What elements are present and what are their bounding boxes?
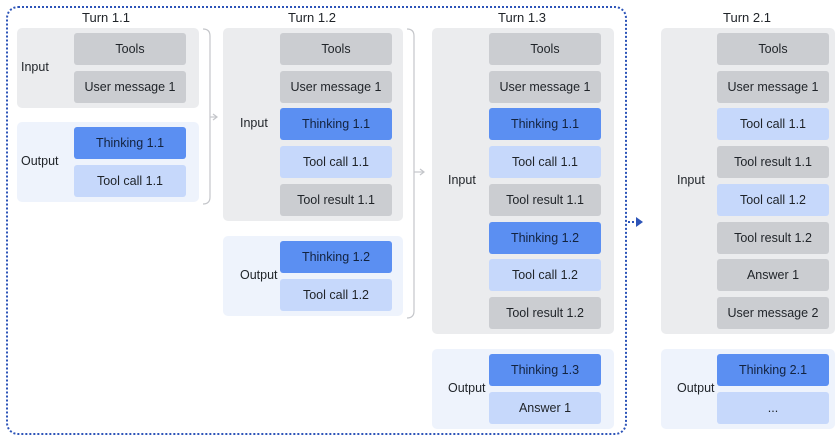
turn-1-output-item: Tool call 1.1: [74, 165, 186, 197]
turn-2-title: Turn 1.2: [288, 10, 336, 25]
turn-1-output-item: Thinking 1.1: [74, 127, 186, 159]
turn-1-title: Turn 1.1: [82, 10, 130, 25]
turn-2-output-item: Tool call 1.2: [280, 279, 392, 311]
turn-4-input-item: Tool call 1.2: [717, 184, 829, 216]
bracket-turn-1-2: [406, 28, 415, 319]
turn-3-input-item: Tool call 1.2: [489, 259, 601, 291]
turn-4-input-label: Input: [677, 173, 705, 187]
turn-3-title: Turn 1.3: [498, 10, 546, 25]
turn-2-input-item: Thinking 1.1: [280, 108, 392, 140]
turn-1-input-item: Tools: [74, 33, 186, 65]
arrow-head-turn-1-2-to-1-3: [419, 168, 425, 176]
turn-3-input-item: Tools: [489, 33, 601, 65]
turn-3-output-label: Output: [448, 381, 486, 395]
turn-2-input-item: Tool call 1.1: [280, 146, 392, 178]
turn-4-input-item: Tool result 1.1: [717, 146, 829, 178]
turn-4-output-item: Thinking 2.1: [717, 354, 829, 386]
turn-3-output-item: Thinking 1.3: [489, 354, 601, 386]
turn-4-output-label: Output: [677, 381, 715, 395]
turn-3-input-item: Thinking 1.1: [489, 108, 601, 140]
turn-4-input-item: Answer 1: [717, 259, 829, 291]
turn-3-input-item: Tool result 1.2: [489, 297, 601, 329]
turn-4-input-item: User message 1: [717, 71, 829, 103]
turn-1-input-label: Input: [21, 60, 49, 74]
turn-3-input-label: Input: [448, 173, 476, 187]
turn-2-input-label: Input: [240, 116, 268, 130]
turn-4-input-item: Tools: [717, 33, 829, 65]
turn-4-input-item: Tool result 1.2: [717, 222, 829, 254]
turn-1-group-dotted-border: [6, 6, 627, 435]
turn-4-input-item: User message 2: [717, 297, 829, 329]
turn-2-output-label: Output: [240, 268, 278, 282]
bracket-turn-1-1: [202, 28, 211, 205]
turn-3-input-item: Thinking 1.2: [489, 222, 601, 254]
turn-3-output-item: Answer 1: [489, 392, 601, 424]
turn-3-input-item: Tool result 1.1: [489, 184, 601, 216]
turn-1-output-label: Output: [21, 154, 59, 168]
turn-2-input-item: User message 1: [280, 71, 392, 103]
turn-2-output-item: Thinking 1.2: [280, 241, 392, 273]
turn-2-input-item: Tools: [280, 33, 392, 65]
turn-3-input-item: Tool call 1.1: [489, 146, 601, 178]
turn-4-output-item: ...: [717, 392, 829, 424]
turn-3-input-item: User message 1: [489, 71, 601, 103]
arrow-head-turn-1-1-to-1-2: [212, 113, 218, 121]
arrow-head-group-to-turn-2-1: [636, 217, 643, 227]
turn-4-title: Turn 2.1: [723, 10, 771, 25]
turn-4-input-item: Tool call 1.1: [717, 108, 829, 140]
turn-1-input-item: User message 1: [74, 71, 186, 103]
turn-2-input-item: Tool result 1.1: [280, 184, 392, 216]
